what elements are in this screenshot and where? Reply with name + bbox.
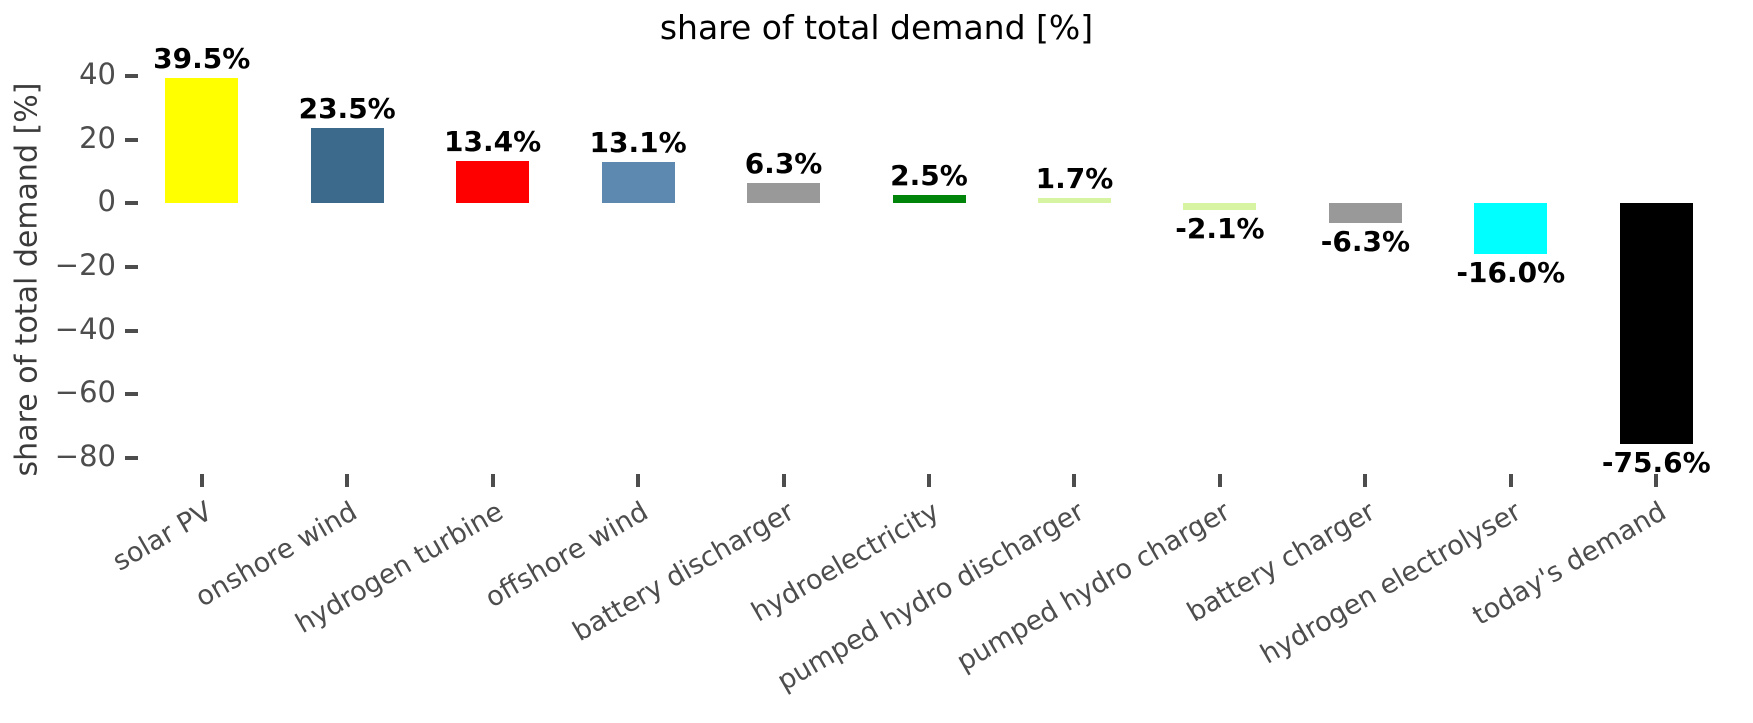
x-axis-tick-mark	[490, 474, 495, 487]
bar[interactable]	[1328, 203, 1402, 224]
x-axis-tick-mark	[636, 474, 641, 487]
bar[interactable]	[456, 160, 530, 204]
y-axis-tick-label: 20	[79, 120, 116, 155]
x-axis-tick-mark	[199, 474, 204, 487]
y-axis-tick-label: −20	[54, 248, 116, 282]
y-axis-tick-mark	[125, 456, 138, 461]
bar[interactable]	[892, 195, 966, 204]
x-axis-tick-mark	[1363, 474, 1368, 487]
chart-title: share of total demand [%]	[659, 8, 1094, 47]
x-axis-tick-mark	[1654, 474, 1659, 487]
bar-value-label: 13.4%	[444, 124, 542, 158]
y-axis-tick-mark	[125, 137, 138, 142]
bar[interactable]	[310, 128, 384, 204]
y-axis-tick-mark	[125, 392, 138, 397]
bar-value-label: -2.1%	[1175, 211, 1265, 245]
y-axis-tick-label: 0	[97, 184, 116, 219]
bar[interactable]	[1619, 203, 1693, 445]
bar-value-label: 1.7%	[1035, 161, 1114, 195]
y-axis-tick-mark	[125, 73, 138, 78]
y-axis-label: share of total demand [%]	[9, 82, 45, 477]
x-axis-tick-mark	[1217, 474, 1222, 487]
y-axis-tick-label: 40	[79, 56, 116, 91]
x-axis-tick-mark	[345, 474, 350, 487]
y-axis-tick-label: −40	[54, 311, 116, 346]
bar[interactable]	[1183, 203, 1257, 210]
y-axis-tick-mark	[125, 328, 138, 333]
bar-value-label: 2.5%	[890, 159, 968, 193]
bar-value-label: 23.5%	[298, 92, 396, 126]
bar-value-label: -75.6%	[1601, 446, 1711, 480]
x-axis-tick-mark	[1508, 474, 1513, 487]
x-axis-tick-mark	[1072, 474, 1077, 487]
bar-value-label: 39.5%	[153, 41, 251, 75]
y-axis-tick-label: −60	[54, 375, 116, 410]
bar-value-label: 6.3%	[744, 147, 823, 181]
bar-value-label: -16.0%	[1456, 256, 1566, 290]
bar[interactable]	[1474, 203, 1548, 255]
bar[interactable]	[747, 183, 821, 204]
y-axis-tick-label: −80	[54, 439, 116, 474]
y-axis-tick-mark	[125, 201, 138, 206]
bar[interactable]	[1037, 197, 1111, 204]
bar[interactable]	[601, 161, 675, 204]
bar[interactable]	[165, 77, 239, 204]
bar-value-label: 13.1%	[589, 125, 687, 159]
bar-chart-figure: share of total demand [%] share of total…	[9, 8, 1742, 698]
x-axis-tick-mark	[781, 474, 786, 487]
x-axis-tick-mark	[927, 474, 931, 487]
y-axis-tick-mark	[125, 265, 138, 269]
bar-value-label: -6.3%	[1320, 225, 1410, 259]
